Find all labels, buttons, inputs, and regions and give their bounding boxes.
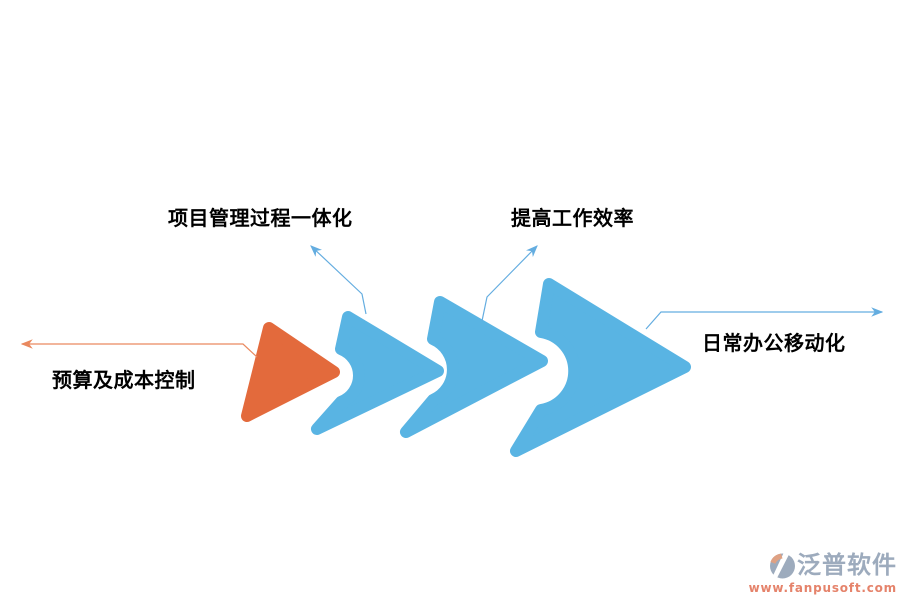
connector-right-line — [645, 307, 884, 330]
label-work-efficiency: 提高工作效率 — [511, 206, 634, 230]
connector-top-right-line — [481, 245, 538, 322]
watermark-url: www.fanpusoft.com — [748, 581, 897, 595]
watermark: 泛普软件 www.fanpusoft.com — [749, 549, 897, 594]
budget-triangle-shape — [241, 322, 340, 422]
fanpu-logo-icon — [770, 550, 795, 580]
chevron-shape-2 — [400, 296, 548, 438]
watermark-brand: 泛普软件 — [797, 550, 897, 579]
chevron-shape-3 — [510, 278, 691, 457]
label-process-integration: 项目管理过程一体化 — [168, 206, 353, 230]
label-mobile-office: 日常办公移动化 — [702, 331, 846, 355]
label-budget-control: 预算及成本控制 — [52, 368, 196, 392]
connector-top-left-line — [310, 245, 367, 315]
connector-left-line — [20, 339, 258, 358]
chevron-shape-1 — [311, 311, 444, 435]
